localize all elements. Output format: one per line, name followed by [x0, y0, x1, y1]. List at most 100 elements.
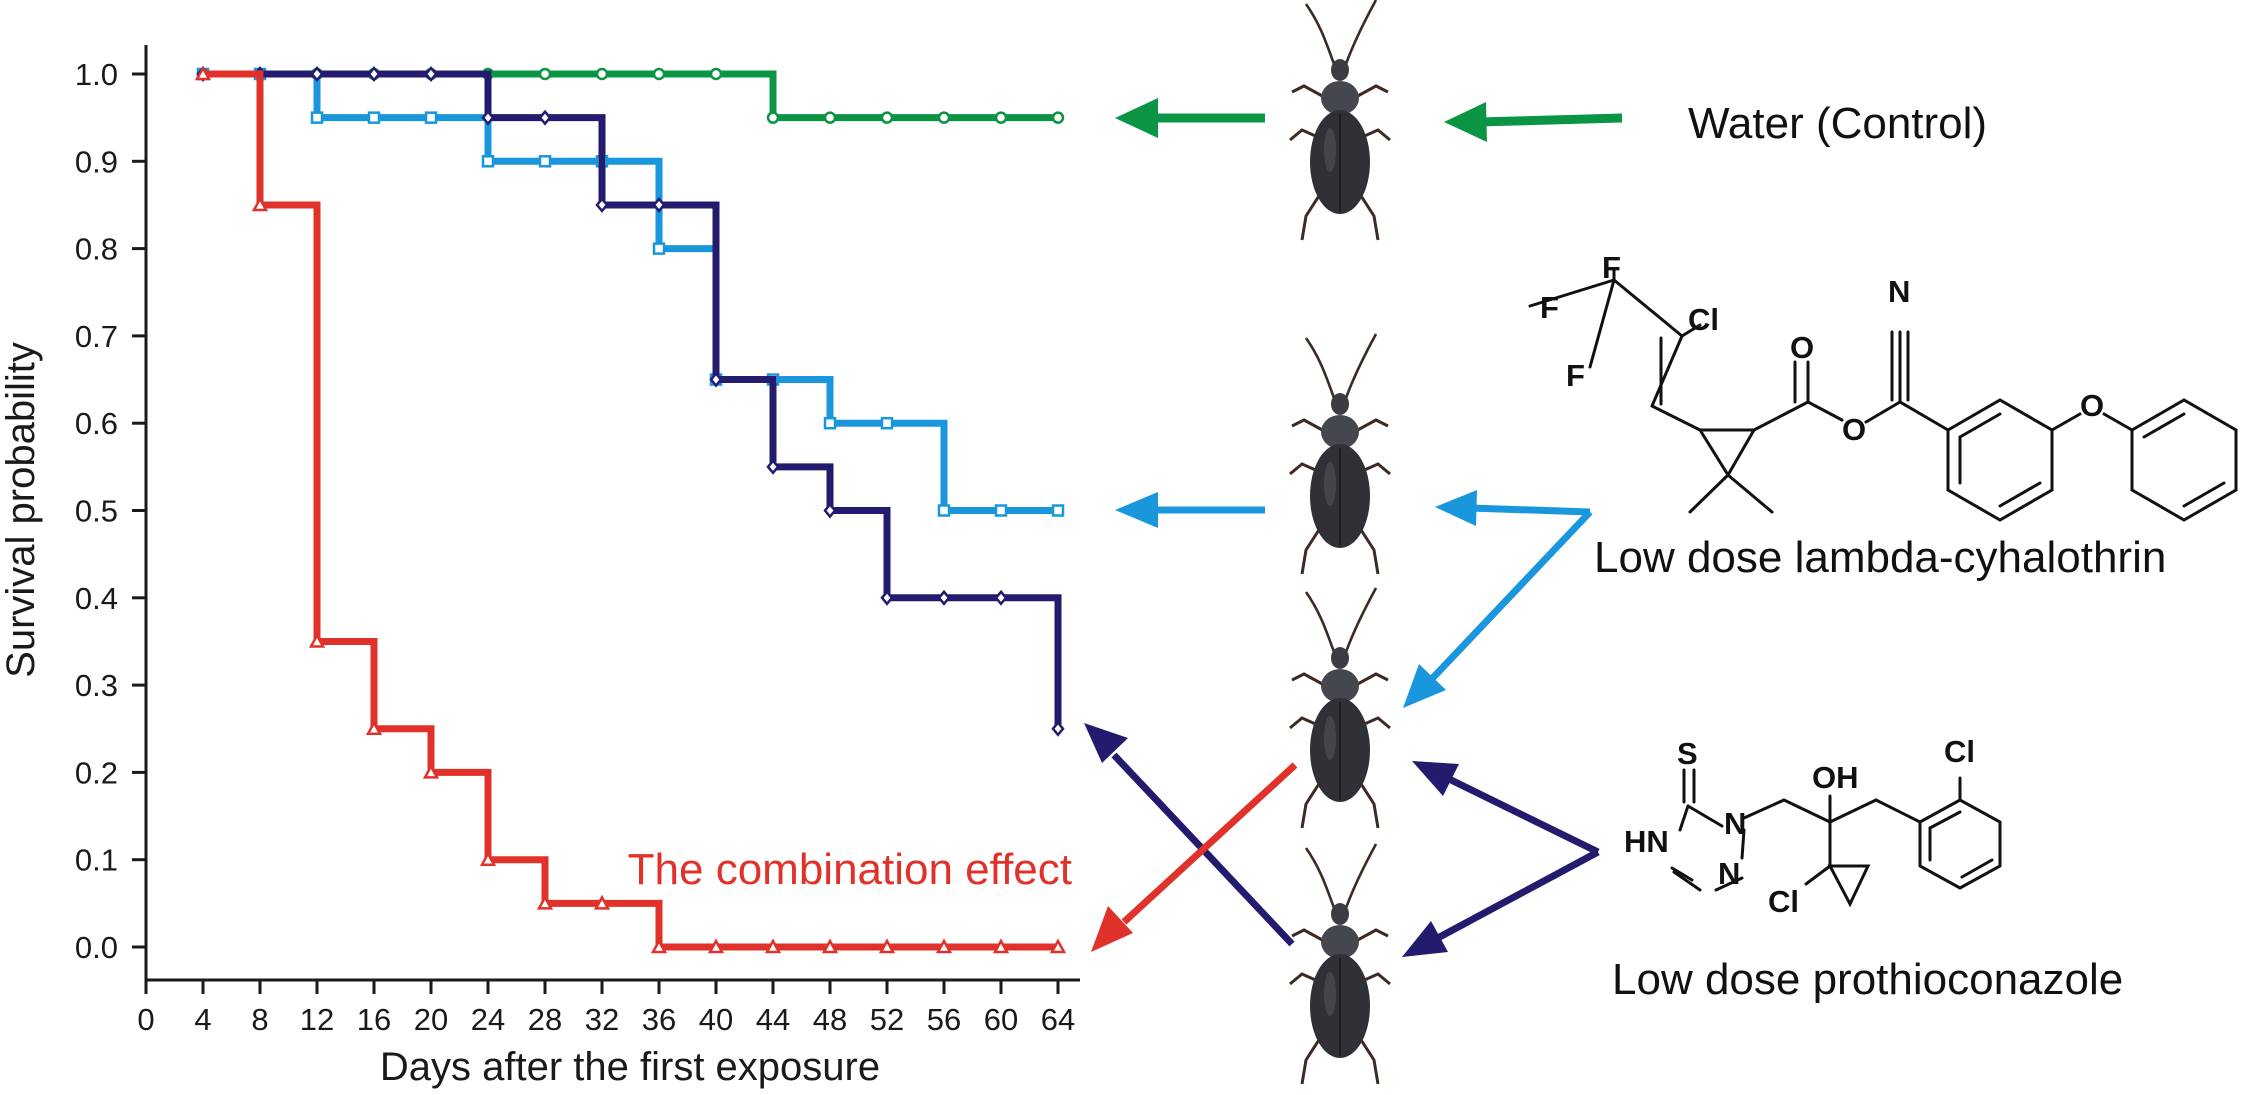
beetle-icon	[1288, 0, 1392, 242]
atom-label: O	[1790, 330, 1814, 365]
series-line	[203, 70, 1058, 122]
x-tick-label: 36	[642, 1002, 676, 1037]
series-line	[203, 70, 1058, 951]
data-point	[538, 109, 552, 126]
atom-label: F	[1602, 250, 1621, 285]
x-tick-label: 8	[251, 1002, 268, 1037]
data-point	[310, 111, 324, 124]
data-point	[479, 851, 497, 866]
beetle-icon	[1288, 332, 1392, 576]
data-point	[1051, 720, 1065, 737]
y-tick-label: 0.7	[75, 319, 118, 354]
y-tick-label: 0.0	[75, 930, 118, 965]
data-point	[595, 196, 609, 213]
lambda-label: Low dose lambda-cyhalothrin	[1594, 533, 2166, 582]
y-tick-label: 0.4	[75, 581, 118, 616]
data-point	[880, 416, 894, 430]
x-tick-label: 56	[927, 1002, 961, 1037]
x-tick-label: 40	[699, 1002, 733, 1037]
beetle-icon	[1288, 842, 1392, 1086]
data-point	[424, 111, 438, 124]
data-point	[481, 155, 495, 168]
data-point	[766, 111, 780, 124]
data-point	[308, 632, 326, 648]
data-point	[764, 938, 782, 954]
atom-label: N	[1888, 274, 1910, 309]
arrow-icon	[1115, 98, 1623, 142]
atom-label: O	[1842, 412, 1866, 447]
control-label: Water (Control)	[1688, 99, 1987, 148]
data-point	[310, 66, 324, 82]
y-tick-label: 0.9	[75, 144, 118, 179]
data-point	[652, 67, 666, 81]
data-point	[994, 111, 1008, 124]
atom-label: N	[1718, 856, 1740, 891]
x-tick-label: 44	[756, 1002, 790, 1037]
atom-label: S	[1677, 736, 1698, 771]
data-point	[937, 111, 951, 124]
lambda-cyhalothrin-atoms: F F F Cl O O N O	[1540, 250, 2104, 447]
data-point	[821, 938, 839, 954]
data-point	[878, 938, 896, 954]
data-point	[766, 458, 780, 475]
data-point	[823, 416, 837, 430]
data-point	[251, 196, 269, 212]
series-line	[203, 70, 1058, 514]
y-tick-label: 0.2	[75, 755, 118, 790]
x-tick-label: 52	[870, 1002, 904, 1037]
atom-label: Cl	[1944, 734, 1975, 769]
atom-label: OH	[1812, 760, 1859, 795]
x-tick-label: 24	[471, 1002, 505, 1037]
data-point	[709, 67, 723, 81]
x-tick-label: 32	[585, 1002, 619, 1037]
data-point	[880, 589, 894, 606]
data-point	[992, 938, 1010, 954]
data-point	[880, 111, 894, 124]
x-axis-title: Days after the first exposure	[380, 1045, 880, 1089]
atom-label: F	[1566, 358, 1585, 393]
data-point	[937, 504, 951, 517]
prothio-label: Low dose prothioconazole	[1612, 955, 2123, 1004]
atom-label: Cl	[1688, 302, 1719, 337]
data-point	[536, 894, 554, 910]
data-point	[1051, 504, 1065, 517]
data-point	[935, 938, 953, 954]
data-point	[424, 66, 438, 82]
y-tick-label: 0.5	[75, 494, 118, 529]
y-tick-label: 0.8	[75, 232, 118, 267]
data-point	[1049, 938, 1067, 954]
data-point	[538, 67, 552, 81]
atom-label: N	[1724, 806, 1746, 841]
x-tick-label: 0	[137, 1002, 154, 1037]
data-point	[367, 111, 381, 124]
y-tick-label: 0.6	[75, 406, 118, 441]
y-tick-label: 0.1	[75, 843, 118, 878]
data-point	[937, 589, 951, 606]
data-point	[194, 65, 212, 81]
data-point	[823, 111, 837, 124]
series-layer	[194, 65, 1067, 954]
series-line	[203, 70, 1062, 729]
data-point	[1051, 111, 1065, 124]
y-tick-label: 1.0	[75, 57, 118, 92]
data-point	[994, 504, 1008, 517]
combination-label: The combination effect	[628, 845, 1072, 894]
data-point	[652, 242, 666, 255]
prothioconazole-atoms: S HN N N OH Cl Cl	[1624, 734, 1975, 919]
data-point	[709, 371, 723, 388]
arrow-icon	[1091, 762, 1298, 952]
x-tick-label: 48	[813, 1002, 847, 1037]
y-ticks: 0.00.10.20.30.40.50.60.70.80.91.0	[75, 57, 146, 965]
data-point	[652, 196, 666, 213]
x-tick-label: 60	[984, 1002, 1018, 1037]
data-point	[365, 720, 383, 735]
atom-label: HN	[1624, 824, 1669, 859]
x-tick-label: 64	[1041, 1002, 1075, 1037]
x-tick-label: 12	[300, 1002, 334, 1037]
x-tick-label: 20	[414, 1002, 448, 1037]
data-point	[538, 155, 552, 168]
data-point	[593, 894, 611, 910]
y-axis-title: Survival probability	[0, 342, 43, 678]
